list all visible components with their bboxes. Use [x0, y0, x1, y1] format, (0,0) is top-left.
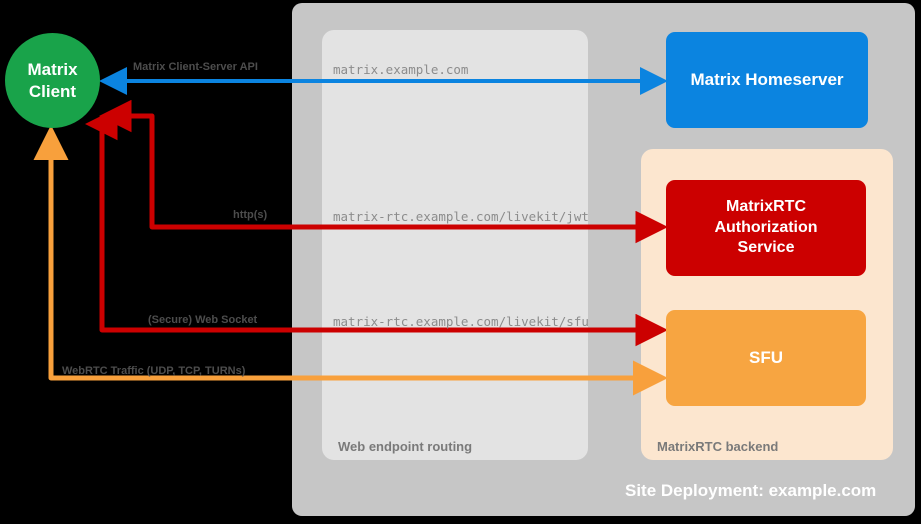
node-matrix-client[interactable]: Matrix Client [5, 33, 100, 128]
endpoint-label-livekit-jwt: matrix-rtc.example.com/livekit/jwt [333, 209, 589, 224]
endpoint-label-livekit-sfu: matrix-rtc.example.com/livekit/sfu [333, 314, 589, 329]
matrix-client-label-line1: Matrix [27, 60, 78, 80]
caption-matrixrtc-backend: MatrixRTC backend [657, 439, 779, 454]
web-endpoint-routing-container [322, 30, 588, 460]
node-matrixrtc-authorization-service[interactable]: MatrixRTC Authorization Service [666, 180, 866, 276]
edge-label-http-s: http(s) [233, 209, 268, 221]
sfu-label: SFU [749, 348, 783, 367]
auth-service-label-line3: Service [737, 239, 795, 257]
node-sfu[interactable]: SFU [666, 310, 866, 406]
endpoint-label-matrix-example-com: matrix.example.com [333, 62, 469, 77]
edge-label-webrtc-traffic: WebRTC Traffic (UDP, TCP, TURNs) [62, 365, 246, 377]
caption-site-deployment: Site Deployment: example.com [625, 481, 877, 500]
edge-label-client-server-api: Matrix Client-Server API [133, 61, 258, 73]
auth-service-label-line1: MatrixRTC [725, 197, 806, 215]
matrix-homeserver-label: Matrix Homeserver [690, 70, 844, 89]
matrix-client-label-line2: Client [28, 81, 77, 101]
node-matrix-homeserver[interactable]: Matrix Homeserver [666, 32, 868, 128]
edge-label-secure-web-socket: (Secure) Web Socket [148, 314, 258, 326]
auth-service-label-line2: Authorization [714, 218, 818, 236]
caption-web-endpoint-routing: Web endpoint routing [338, 439, 473, 454]
